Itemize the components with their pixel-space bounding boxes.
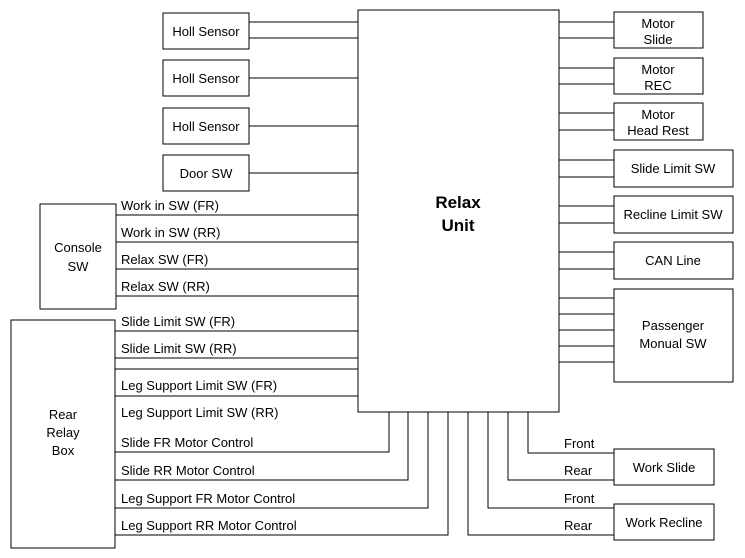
holl-sensor-1-label: Holl Sensor bbox=[172, 24, 240, 39]
recline-limit-sw: Recline Limit SW bbox=[559, 195, 734, 234]
console-wires: Work in SW (FR) Work in SW (RR) Relax SW… bbox=[116, 198, 358, 297]
can-line-label: CAN Line bbox=[645, 253, 701, 268]
motor-head-rest: Motor Head Rest bbox=[559, 102, 704, 141]
passenger-line2: Monual SW bbox=[639, 336, 707, 351]
motor-rec-line1: Motor bbox=[641, 62, 675, 77]
wire-label-leg-limit-rr: Leg Support Limit SW (RR) bbox=[121, 405, 279, 420]
work-slide-label: Work Slide bbox=[633, 460, 696, 475]
motor-rec: Motor REC bbox=[559, 57, 704, 95]
rear-relay-line2: Relay bbox=[46, 425, 80, 440]
wire-label-relax-rr: Relax SW (RR) bbox=[121, 279, 210, 294]
motor-slide-line1: Motor bbox=[641, 16, 675, 31]
rear-relay-box: Rear Relay Box bbox=[10, 319, 116, 549]
rear-relay-line3: Box bbox=[52, 443, 75, 458]
can-line: CAN Line bbox=[559, 241, 734, 280]
wire-label-leg-rr-motor: Leg Support RR Motor Control bbox=[121, 518, 297, 533]
rear-relay-line1: Rear bbox=[49, 407, 78, 422]
console-sw-line2: SW bbox=[68, 259, 90, 274]
wire-label-slide-rr-motor: Slide RR Motor Control bbox=[121, 463, 255, 478]
relax-unit-box bbox=[357, 9, 560, 413]
slide-limit-sw: Slide Limit SW bbox=[559, 149, 734, 188]
wire-label-relax-fr: Relax SW (FR) bbox=[121, 252, 208, 267]
wire-label-rear-1: Rear bbox=[564, 463, 593, 478]
wire-label-slide-limit-rr: Slide Limit SW (RR) bbox=[121, 341, 237, 356]
wire-label-slide-limit-fr: Slide Limit SW (FR) bbox=[121, 314, 235, 329]
door-sw-label: Door SW bbox=[180, 166, 233, 181]
holl-sensor-3-label: Holl Sensor bbox=[172, 119, 240, 134]
wire-label-slide-fr-motor: Slide FR Motor Control bbox=[121, 435, 253, 450]
relax-unit-title-line1: Relax bbox=[435, 193, 481, 212]
holl-sensor-1: Holl Sensor bbox=[162, 12, 358, 50]
work-recline: Work Recline bbox=[613, 503, 715, 541]
slide-limit-sw-label: Slide Limit SW bbox=[631, 161, 716, 176]
motor-rec-line2: REC bbox=[644, 78, 671, 93]
recline-limit-sw-label: Recline Limit SW bbox=[624, 207, 724, 222]
holl-sensor-2-label: Holl Sensor bbox=[172, 71, 240, 86]
work-slide: Work Slide bbox=[613, 448, 715, 486]
wire-label-work-in-rr: Work in SW (RR) bbox=[121, 225, 220, 240]
passenger-monual-sw: Passenger Monual SW bbox=[559, 288, 734, 383]
passenger-line1: Passenger bbox=[642, 318, 705, 333]
motor-head-rest-line2: Head Rest bbox=[627, 123, 689, 138]
wire-label-front-2: Front bbox=[564, 491, 595, 506]
motor-head-rest-line1: Motor bbox=[641, 107, 675, 122]
holl-sensor-2: Holl Sensor bbox=[162, 59, 358, 97]
work-recline-label: Work Recline bbox=[625, 515, 702, 530]
door-sw: Door SW bbox=[162, 154, 358, 192]
console-sw-line1: Console bbox=[54, 240, 102, 255]
wire-label-front-1: Front bbox=[564, 436, 595, 451]
wire-label-leg-fr-motor: Leg Support FR Motor Control bbox=[121, 491, 295, 506]
wire-label-work-in-fr: Work in SW (FR) bbox=[121, 198, 219, 213]
relax-unit-title-line2: Unit bbox=[441, 216, 474, 235]
console-sw: Console SW bbox=[39, 203, 117, 310]
motor-slide: Motor Slide bbox=[559, 11, 704, 49]
motor-slide-line2: Slide bbox=[644, 32, 673, 47]
bottom-wires: Front Rear Front Rear bbox=[467, 412, 614, 536]
holl-sensor-3: Holl Sensor bbox=[162, 107, 358, 145]
relay-wires: Slide Limit SW (FR) Slide Limit SW (RR) … bbox=[115, 314, 449, 536]
wire-label-rear-2: Rear bbox=[564, 518, 593, 533]
wire-label-leg-limit-fr: Leg Support Limit SW (FR) bbox=[121, 378, 277, 393]
